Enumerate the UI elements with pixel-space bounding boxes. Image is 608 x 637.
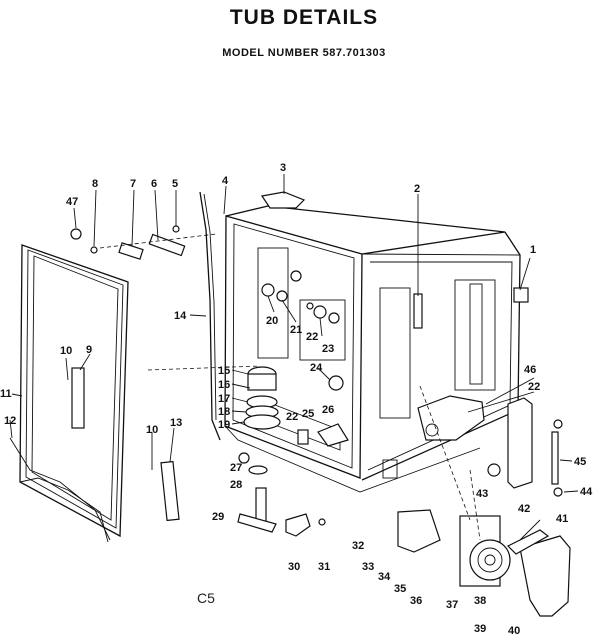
callout-40: 40 (508, 625, 520, 637)
callout-8: 8 (92, 178, 98, 190)
callout-18: 18 (218, 406, 230, 418)
callout-10-upper: 10 (60, 345, 72, 357)
nut-part (553, 419, 563, 429)
callout-36-left: 36 (410, 595, 422, 607)
latch-part (160, 460, 180, 522)
alignment-lines (99, 233, 481, 541)
callout-1: 1 (530, 244, 536, 256)
pump-assembly (243, 366, 281, 430)
callout-45: 45 (574, 456, 586, 468)
callout-31: 31 (318, 561, 330, 573)
callout-21: 21 (290, 324, 302, 336)
washer-part (248, 465, 268, 475)
callout-15: 15 (218, 365, 230, 377)
leader-lines (9, 174, 579, 541)
callout-41: 41 (556, 513, 568, 525)
callout-17: 17 (218, 393, 230, 405)
callout-33: 33 (362, 561, 374, 573)
clip-part (297, 429, 309, 445)
callout-23: 23 (322, 343, 334, 355)
callout-24: 24 (310, 362, 323, 374)
grommet-part (328, 375, 344, 391)
callout-27: 27 (230, 462, 242, 474)
housing-part (519, 535, 571, 617)
nut-part (238, 452, 250, 464)
callout-13: 13 (170, 417, 182, 429)
door-panel (9, 244, 129, 543)
callout-35: 35 (394, 583, 406, 595)
page-code: C5 (197, 590, 215, 606)
callout-labels: 1 2 3 4 5 6 7 8 47 9 10 11 12 13 10 14 1… (0, 162, 593, 637)
callout-30: 30 (288, 561, 300, 573)
callout-4: 4 (222, 175, 229, 187)
callout-16: 16 (218, 379, 230, 391)
callout-25: 25 (302, 408, 314, 420)
callout-37: 37 (446, 599, 458, 611)
side-strip-part (413, 293, 423, 329)
nut-part (553, 487, 563, 497)
callout-14: 14 (174, 310, 187, 322)
vent-part (260, 191, 306, 209)
callout-44: 44 (580, 486, 593, 498)
callout-22-middle: 22 (286, 411, 298, 423)
door-seal (199, 191, 221, 441)
callout-9: 9 (86, 344, 92, 356)
callout-2: 2 (414, 183, 420, 195)
callout-7: 7 (130, 178, 136, 190)
bracket-plate-part (417, 395, 485, 441)
callout-34: 34 (378, 571, 391, 583)
bracket-part (513, 287, 529, 303)
callout-29: 29 (212, 511, 224, 523)
callout-39: 39 (474, 623, 486, 635)
callout-6: 6 (151, 178, 157, 190)
callout-32: 32 (352, 540, 364, 552)
screw-part (318, 518, 326, 526)
fittings (261, 270, 340, 324)
hinge-parts (70, 225, 186, 260)
callout-43: 43 (476, 488, 488, 500)
motor-group (397, 509, 511, 587)
callout-47: 47 (66, 196, 78, 208)
callout-11: 11 (0, 388, 12, 400)
callout-22-upper: 22 (306, 331, 318, 343)
rod-part (551, 431, 559, 485)
callout-26: 26 (322, 404, 334, 416)
callout-42: 42 (518, 503, 530, 515)
model-number: MODEL NUMBER 587.701303 (222, 47, 386, 59)
callout-38: 38 (474, 595, 486, 607)
callout-10-lower: 10 (146, 424, 158, 436)
callout-5: 5 (172, 178, 178, 190)
callout-46: 46 (524, 364, 536, 376)
switch-part (285, 513, 311, 537)
hinge-arm-part (507, 397, 533, 489)
tub-body (224, 205, 521, 493)
callout-3: 3 (280, 162, 286, 174)
callout-28: 28 (230, 479, 242, 491)
callout-20: 20 (266, 315, 278, 327)
callout-22-right: 22 (528, 381, 540, 393)
callout-19: 19 (218, 419, 230, 431)
valve-bracket-part (237, 487, 277, 533)
washer-part (487, 463, 501, 477)
callout-12: 12 (4, 415, 16, 427)
heater-terminal-part (317, 423, 349, 447)
page-title: TUB DETAILS (229, 6, 379, 29)
